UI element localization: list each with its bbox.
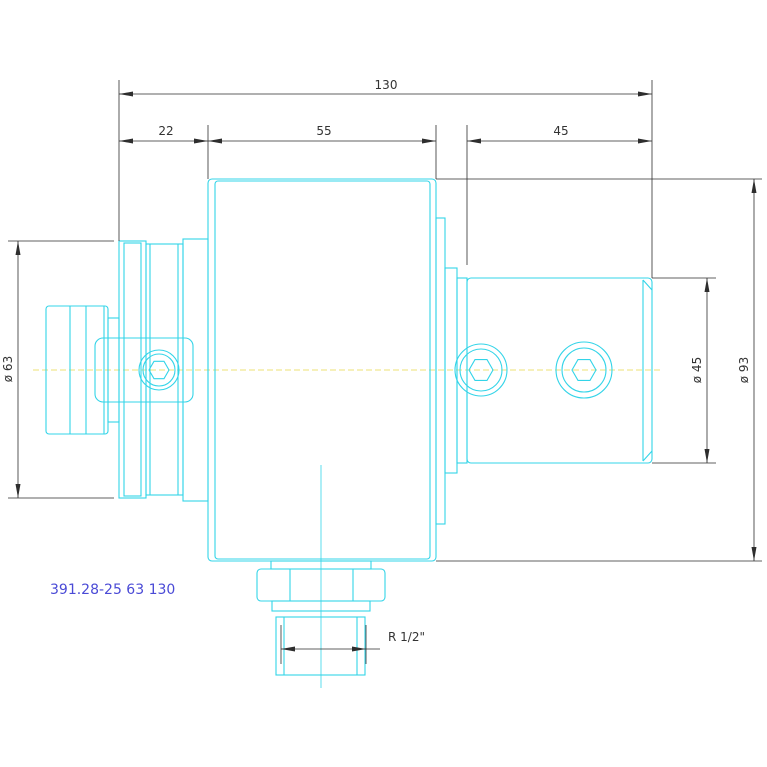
right-section [456, 277, 653, 464]
dimension-lines [8, 80, 762, 664]
dim-left-length: 22 [158, 124, 173, 138]
dim-dia-right-small: ø 45 [690, 357, 704, 383]
dim-dia-left: ø 63 [1, 356, 15, 382]
part-number: 391.28-25 63 130 [50, 582, 175, 598]
dim-total-length: 130 [375, 78, 398, 92]
right-screw-2-icon [555, 341, 613, 399]
right-screw-1-icon [454, 343, 508, 397]
dim-middle-length: 55 [316, 124, 331, 138]
dim-thread: R 1/2" [388, 630, 425, 644]
left-section [45, 238, 209, 502]
dim-right-length: 45 [553, 124, 568, 138]
left-screw-icon [138, 349, 180, 391]
bottom-port [256, 560, 386, 676]
dim-dia-body: ø 93 [737, 357, 751, 383]
